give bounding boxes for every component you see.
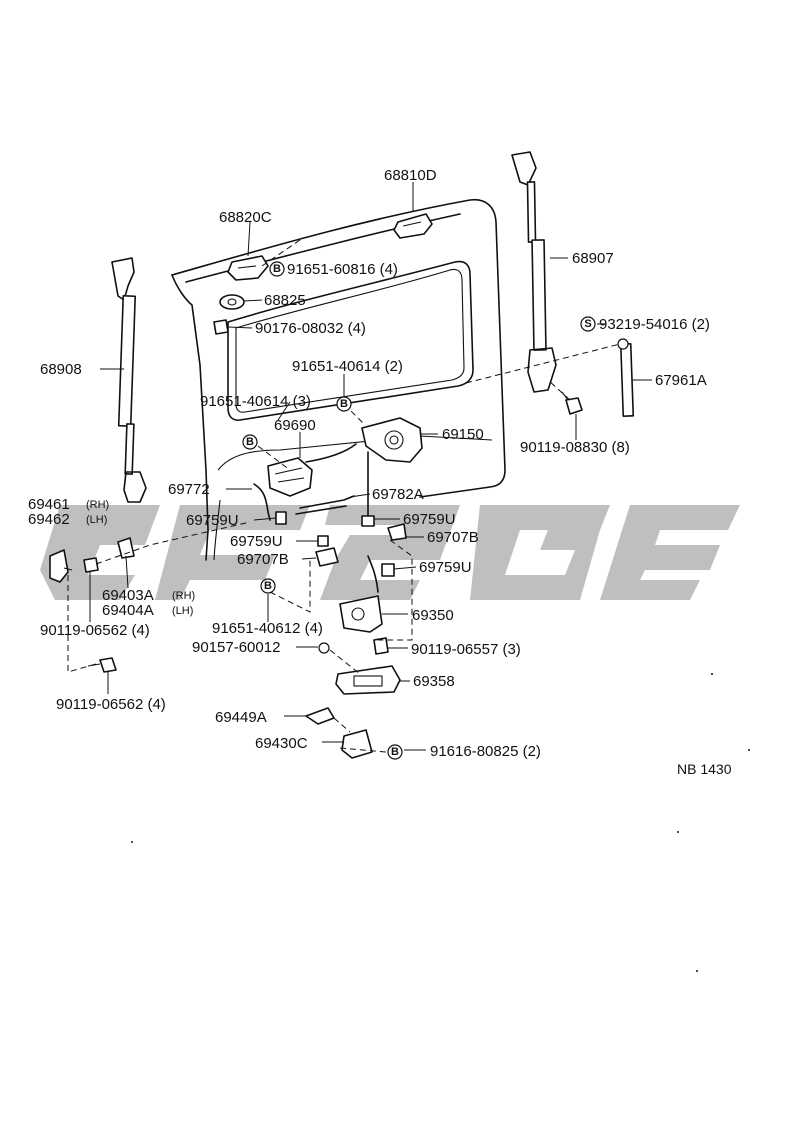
label-91616-80825: 91616-80825 (2) <box>430 743 541 760</box>
left-strut-68908 <box>111 257 147 503</box>
tag-lh-69462: (LH) <box>86 514 107 526</box>
plate-69449A <box>305 707 335 725</box>
label-69707B-a: 69707B <box>427 529 479 546</box>
scan-specks <box>131 673 750 972</box>
label-69772: 69772 <box>168 481 210 498</box>
label-90176-08032: 90176-08032 (4) <box>255 320 366 337</box>
hinge-cover-68825 <box>219 294 245 310</box>
label-69403A: 69403A <box>102 587 154 604</box>
marker-B-91651-40614-a: B <box>336 396 352 412</box>
clip-69759U-a <box>275 511 287 525</box>
svg-text:B: B <box>391 746 399 758</box>
bolt-90119-06562-a <box>83 557 99 573</box>
bolt-90119-08830 <box>561 391 583 415</box>
label-69690: 69690 <box>274 417 316 434</box>
label-68825: 68825 <box>264 292 306 309</box>
label-68907: 68907 <box>572 250 614 267</box>
label-69462: 69462 <box>28 511 70 528</box>
svg-text:B: B <box>264 580 272 592</box>
lock-cylinder-69150 <box>361 417 423 463</box>
bracket-69707B-a <box>387 523 407 541</box>
label-90119-06562-b: 90119-06562 (4) <box>56 696 166 713</box>
label-69782A: 69782A <box>372 486 424 503</box>
rod-69772 <box>253 483 271 521</box>
label-91651-60816: 91651-60816 (4) <box>287 261 398 278</box>
marker-S-93219-54016: S <box>580 316 596 332</box>
label-90119-06557: 90119-06557 (3) <box>411 641 521 658</box>
screw-90157-60012 <box>318 642 330 654</box>
label-69449A: 69449A <box>215 709 267 726</box>
label-69759U-a: 69759U <box>186 512 239 529</box>
label-69707B-b: 69707B <box>237 551 289 568</box>
clip-69759U-d <box>381 563 395 577</box>
tag-rh-69461: (RH) <box>86 499 109 511</box>
bolt-90176-08032 <box>213 319 229 335</box>
lock-assembly-69350 <box>339 595 383 633</box>
link-rods <box>305 443 379 593</box>
tag-lh-69404A: (LH) <box>172 605 193 617</box>
label-68820C: 68820C <box>219 209 272 226</box>
svg-text:B: B <box>340 398 348 410</box>
marker-B-91651-40614-b: B <box>242 434 258 450</box>
diagram-code: NB 1430 <box>677 761 732 777</box>
right-strut-68907 <box>511 151 557 393</box>
marker-B-91616-80825: B <box>387 744 403 760</box>
bracket-69707B-b <box>315 547 339 567</box>
label-67961A: 67961A <box>655 372 707 389</box>
label-91651-40614-3: 91651-40614 (3) <box>200 393 311 410</box>
leader-lines <box>89 182 652 751</box>
tag-rh-69403A: (RH) <box>172 590 195 602</box>
label-69759U-d: 69759U <box>419 559 472 576</box>
label-91651-40614-2: 91651-40614 (2) <box>292 358 403 375</box>
control-unit-69690 <box>267 457 313 497</box>
label-93219-54016: 93219-54016 (2) <box>599 316 710 333</box>
bolt-90119-06557 <box>373 637 389 655</box>
svg-text:S: S <box>584 318 591 330</box>
hinge-69403A-69404A <box>117 537 135 559</box>
label-69430C: 69430C <box>255 735 308 752</box>
label-69150: 69150 <box>442 426 484 443</box>
hinge-68820C <box>227 255 269 281</box>
stay-67961A <box>617 338 635 417</box>
striker-69461-69462 <box>49 549 73 583</box>
part-labels: 68810D 68820C 91651-60816 (4) 68825 9017… <box>28 167 732 777</box>
cover-69358 <box>335 665 401 695</box>
label-69404A: 69404A <box>102 602 154 619</box>
svg-text:B: B <box>246 436 254 448</box>
label-69759U-b: 69759U <box>403 511 456 528</box>
label-91651-40612: 91651-40612 (4) <box>212 620 323 637</box>
label-69461: 69461 <box>28 496 70 513</box>
striker-69430C <box>341 729 373 759</box>
label-68908: 68908 <box>40 361 82 378</box>
label-68810D: 68810D <box>384 167 437 184</box>
clip-69759U-c <box>317 535 329 547</box>
label-90157-60012: 90157-60012 <box>192 639 280 656</box>
label-69350: 69350 <box>412 607 454 624</box>
label-90119-06562-a: 90119-06562 (4) <box>40 622 150 639</box>
hinge-68810D <box>393 213 433 239</box>
marker-B-91651-40612: B <box>260 578 276 594</box>
svg-text:B: B <box>273 263 281 275</box>
marker-B-91651-60816: B <box>269 261 285 277</box>
clip-69759U-b <box>361 515 375 527</box>
watermark-logo <box>40 505 740 600</box>
label-69358: 69358 <box>413 673 455 690</box>
label-69759U-c: 69759U <box>230 533 283 550</box>
label-90119-08830: 90119-08830 (8) <box>520 439 630 456</box>
